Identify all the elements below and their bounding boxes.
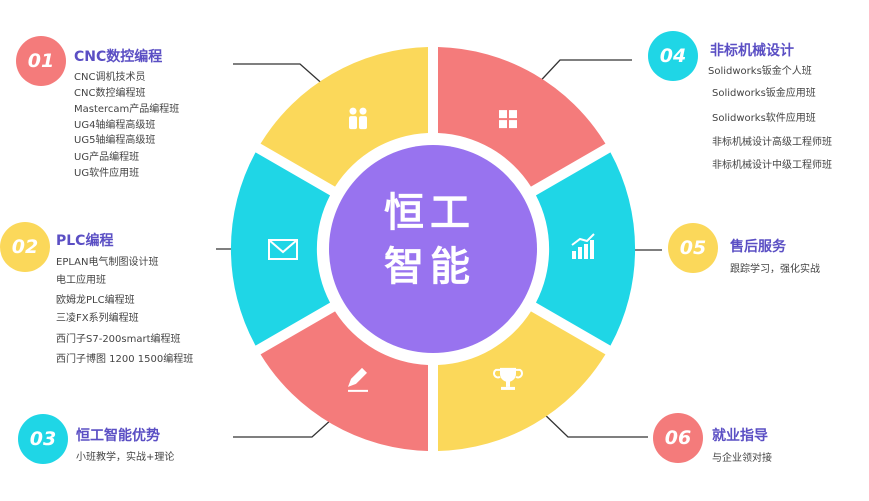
list-item: UG5轴编程高级班 xyxy=(74,135,156,146)
pencil-icon xyxy=(348,367,368,392)
section-title-06: 就业指导 xyxy=(712,428,768,444)
list-item: EPLAN电气制图设计班 xyxy=(56,257,159,268)
ring-segment xyxy=(260,311,428,451)
list-item: 小班教学，实战+理论 xyxy=(76,452,175,463)
connector-06 xyxy=(539,409,648,438)
badge-01-number: 01 xyxy=(27,50,55,72)
list-item: CNC数控编程班 xyxy=(74,88,146,99)
badge-03: 03 xyxy=(18,414,68,464)
grid-icon xyxy=(499,110,517,129)
list-item: CNC调机技术员 xyxy=(74,72,146,83)
section-title-05: 售后服务 xyxy=(730,239,786,255)
list-item: 非标机械设计高级工程师班 xyxy=(712,137,832,148)
list-item: 电工应用班 xyxy=(56,275,106,286)
list-item: 西门子博图 1200 1500编程班 xyxy=(56,354,194,365)
center-title: 恒工 智能 xyxy=(355,186,505,294)
section-title-04: 非标机械设计 xyxy=(710,43,794,59)
badge-06: 06 xyxy=(653,413,703,463)
list-item: Solidworks钣金个人班 xyxy=(708,66,812,77)
badge-01: 01 xyxy=(16,36,66,86)
bar-chart-icon xyxy=(571,233,595,259)
badge-04-number: 04 xyxy=(659,45,687,67)
list-item: 非标机械设计中级工程师班 xyxy=(712,160,832,171)
section-title-02: PLC编程 xyxy=(56,233,114,249)
list-item: Solidworks软件应用班 xyxy=(712,113,816,124)
badge-06-number: 06 xyxy=(664,427,692,449)
list-item: UG产品编程班 xyxy=(74,152,140,163)
center-title-line2: 智能 xyxy=(384,244,476,290)
ring-segment xyxy=(438,311,606,451)
list-item: 西门子S7-200smart编程班 xyxy=(56,334,181,345)
list-item: Solidworks钣金应用班 xyxy=(712,88,816,99)
ring-segment xyxy=(438,47,606,187)
badge-04: 04 xyxy=(648,31,698,81)
ring-segment xyxy=(260,47,428,187)
center-circle xyxy=(329,145,537,353)
section-title-01: CNC数控编程 xyxy=(74,49,163,65)
list-item: Mastercam产品编程班 xyxy=(74,104,180,115)
list-item: UG软件应用班 xyxy=(74,168,140,179)
list-item: 三凌FX系列编程班 xyxy=(56,313,139,324)
section-title-03: 恒工智能优势 xyxy=(76,428,160,444)
list-item: UG4轴编程高级班 xyxy=(74,120,156,131)
people-icon xyxy=(349,107,367,130)
list-item: 与企业领对接 xyxy=(712,453,772,464)
list-item: 欧姆龙PLC编程班 xyxy=(56,295,135,306)
badge-05: 05 xyxy=(668,223,718,273)
badge-02: 02 xyxy=(0,222,50,272)
trophy-icon xyxy=(493,367,523,390)
envelope-icon xyxy=(268,239,298,260)
center-title-line1: 恒工 xyxy=(384,190,476,236)
list-item: 跟踪学习，强化实战 xyxy=(730,264,820,275)
badge-03-number: 03 xyxy=(29,428,57,450)
badge-02-number: 02 xyxy=(11,236,39,258)
badge-05-number: 05 xyxy=(679,237,707,259)
